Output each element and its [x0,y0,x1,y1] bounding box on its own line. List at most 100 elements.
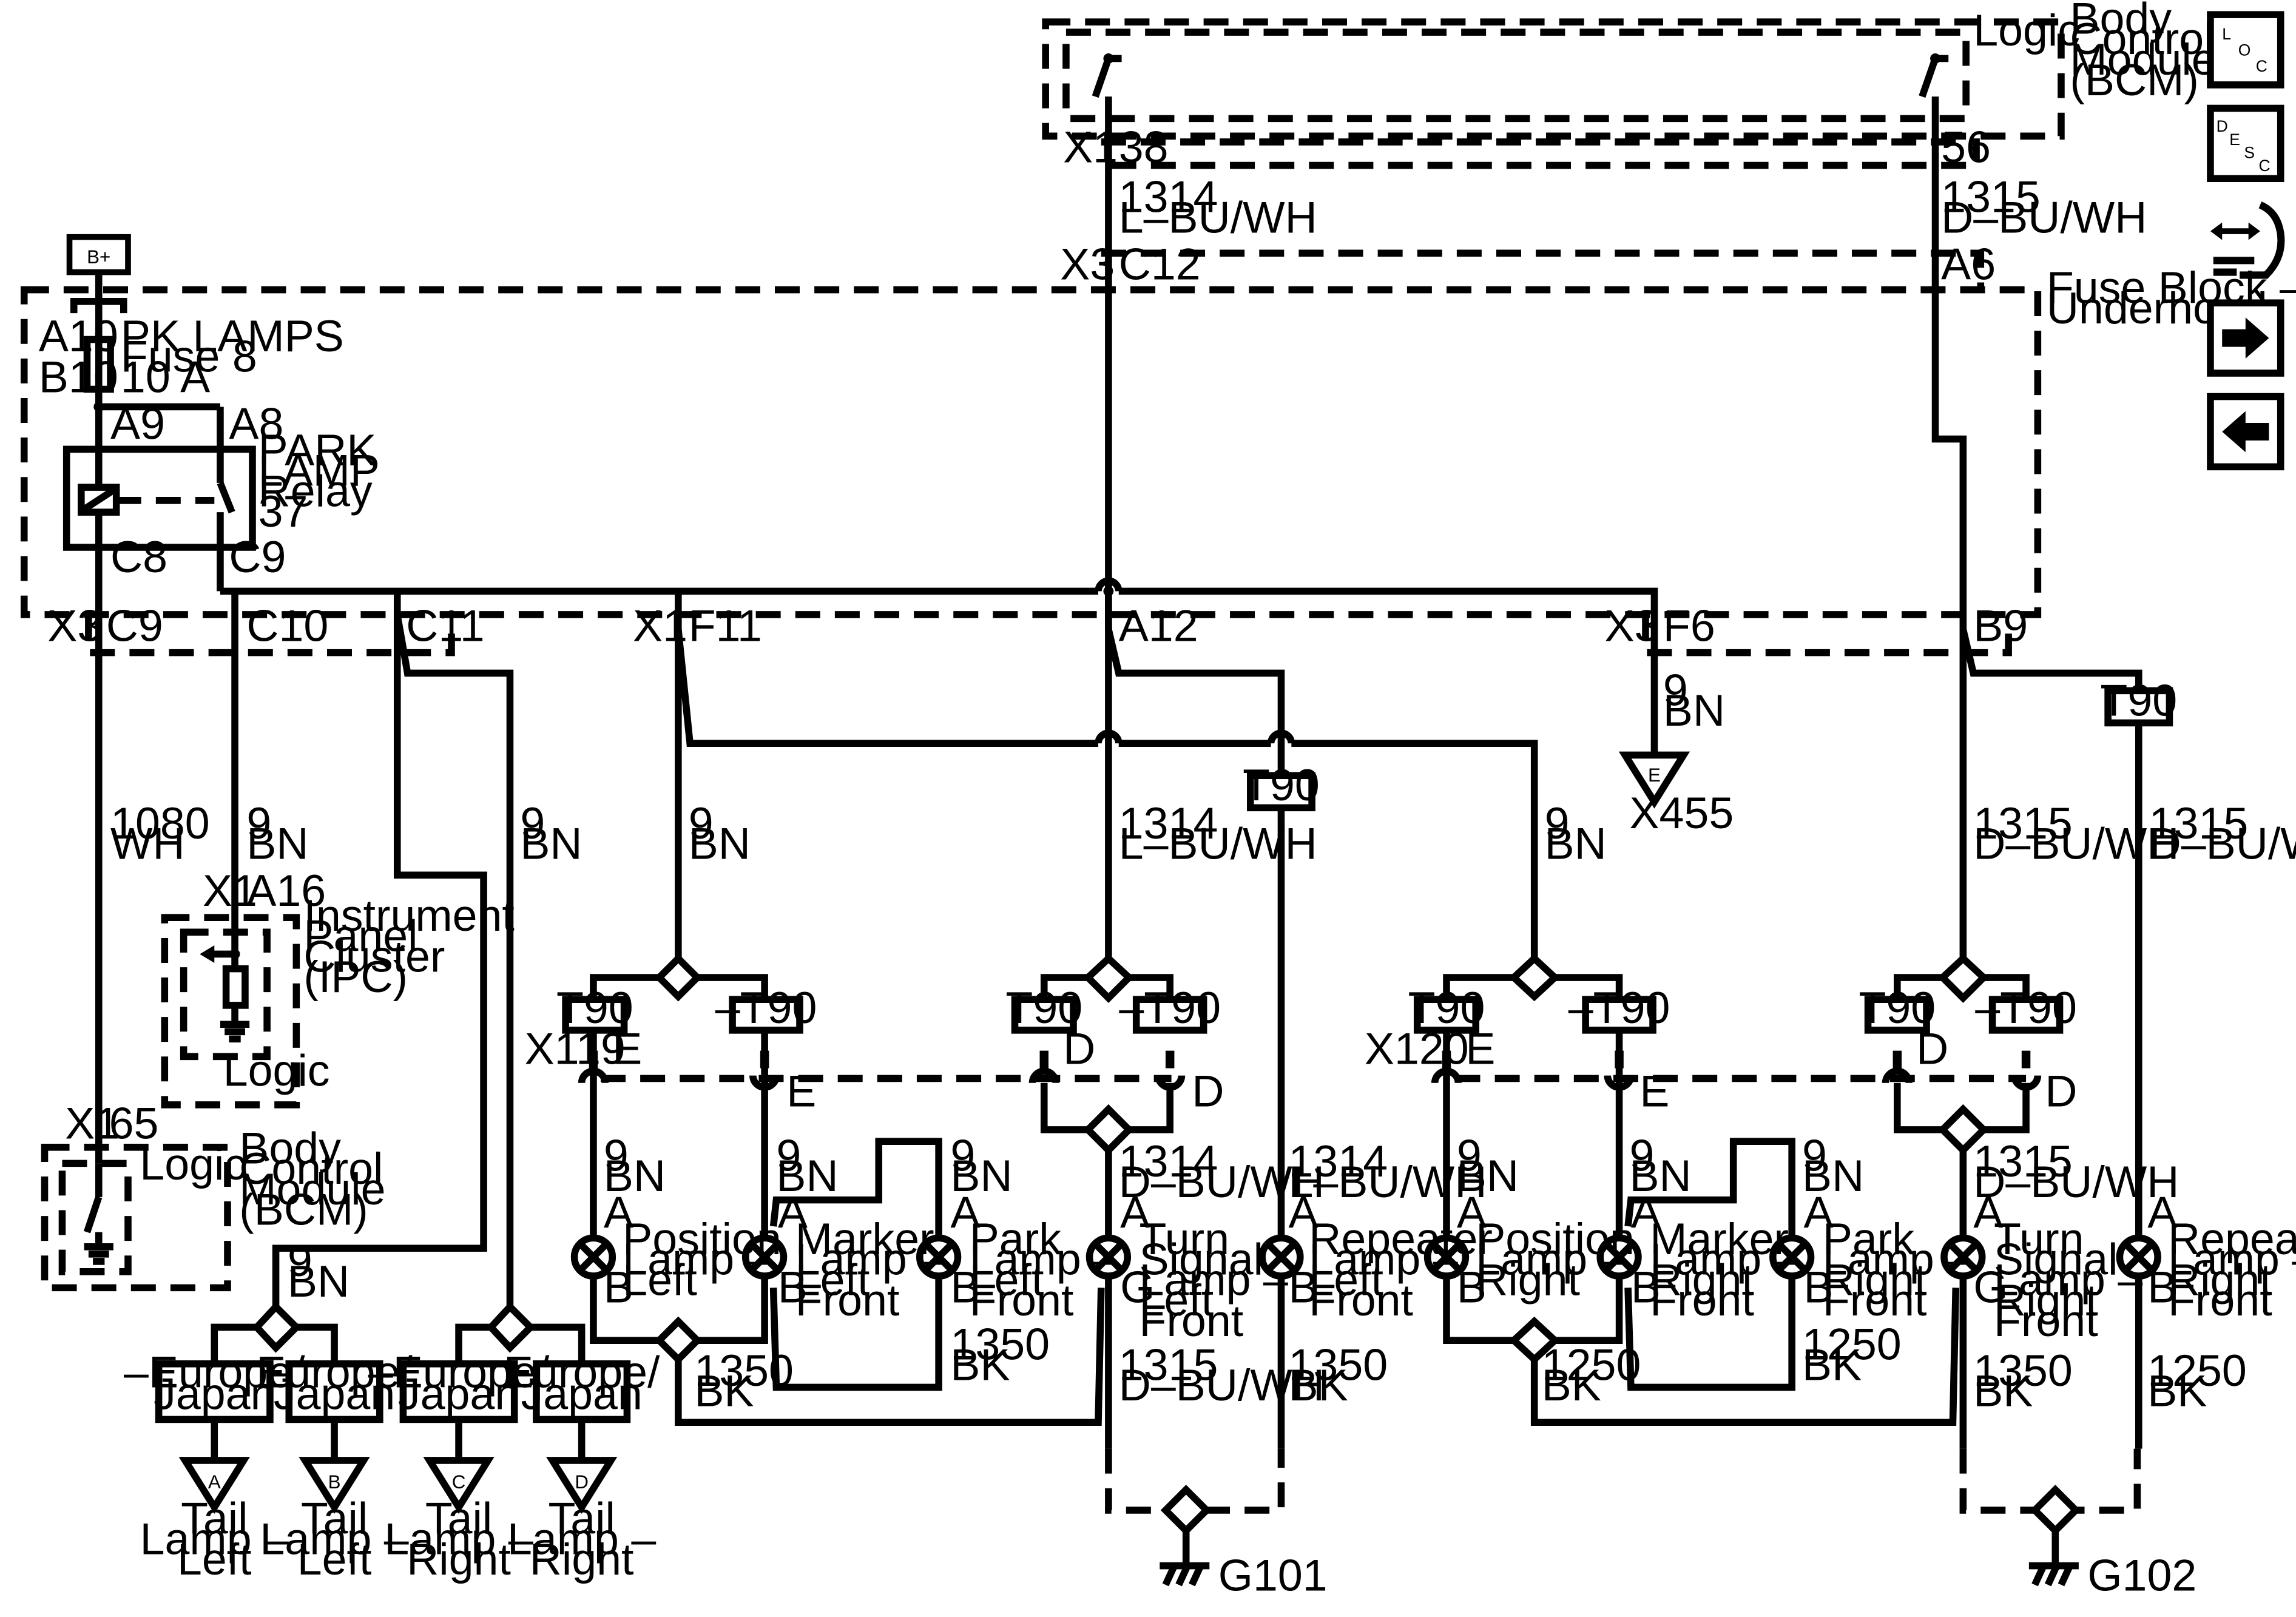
option-box-t90: T90 [1243,760,1320,810]
option-box-frame [1988,996,2064,1034]
lamp-name: Left [1309,1254,1383,1305]
reference-triangle [299,1457,370,1514]
option-box-t90: T90 [556,982,633,1033]
reference-label: Tail [425,1493,492,1544]
lamp-pin: A [1120,1187,1150,1237]
reference-triangle [1618,751,1690,809]
wire-label: 9 [776,1130,801,1180]
lamp-icon [741,1234,788,1280]
reference-letter: A [208,1471,221,1493]
ipc-internal [200,945,250,1043]
wire-label: BK [1289,1360,1348,1410]
bcm-top-title: Module [2070,34,2216,84]
option-box-frame [2104,687,2173,727]
bcm-top-title: Control [2070,13,2213,64]
reference-label: Right [407,1534,511,1584]
connector-name: X1 [1063,122,1118,172]
option-box-not-t90: –T90 [1119,982,1221,1033]
lamp-name: Repeater [1309,1214,1493,1264]
lamp-pin: A [1457,1187,1487,1237]
connector-pin: A6 [1941,239,1996,289]
region-box-frame [285,1360,383,1423]
wire-label: BN [1457,1150,1519,1201]
lamp-name: Front [970,1275,1074,1325]
ground-label: G101 [1218,1550,1328,1601]
option-box-frame [1011,996,1077,1034]
inline-connector-pin: D [1063,1023,1095,1073]
lamp-name: Lamp – [1476,1234,1624,1284]
wire-label: 9 [1802,1130,1827,1180]
lamp-name: Front [1309,1275,1413,1325]
reference-label: Lamp – [507,1513,656,1564]
desc-button-letter: E [2229,130,2240,149]
reference-triangle [423,1457,495,1514]
relay-label: Relay [258,465,373,516]
bcm-top-switch-right [1919,53,1949,98]
lamp-name: Turn [1994,1214,2084,1264]
lamp-icon [1086,1234,1132,1280]
fuse-label: 10 A [121,351,210,402]
lamp-name: Front [1140,1295,1244,1346]
lamp-pin: B [1457,1261,1487,1312]
lamp-name: Right [2168,1254,2272,1305]
connector-pin: C12 [1119,239,1201,289]
previous-page-button[interactable] [2207,393,2284,471]
wire-label: BK [1542,1360,1601,1410]
wire-label: D–BU/WH [1119,1360,1325,1410]
bcm-bottom-title: (BCM) [239,1184,368,1235]
splice-pack [252,953,2081,1536]
reference-label: X455 [1629,788,1734,838]
wire-label: BK [950,1339,1010,1389]
wire-label: BK [694,1366,754,1416]
reference-label: Lamp – [384,1513,533,1564]
option-box-frame [1132,996,1207,1034]
connector-pin: 38 [1119,122,1169,172]
wire-label: BK [2147,1366,2207,1416]
lamp-name: Front [1994,1295,2098,1346]
wire-label: 1315 [1941,172,2041,222]
next-page-button[interactable] [2207,299,2284,377]
reference-label: Left [177,1534,252,1584]
relay-label: 37 [258,486,308,536]
inline-connector-terminals [578,1050,2042,1091]
connector-name: X1 [633,600,687,650]
reference-label: Right [530,1534,634,1584]
wire-label: BN [1629,1150,1691,1201]
desc-button[interactable]: D E S C [2207,104,2284,183]
wire-label: 1314 [1289,1136,1388,1186]
fuse-pin: B10 [39,351,118,402]
wire-label: 1315 [2149,798,2249,848]
battery-label: B+ [87,246,110,268]
loc-button[interactable]: L O C [2207,11,2284,89]
region-box-frame [399,1360,518,1423]
region-box-label: Japan [398,1369,519,1419]
wire-label: 9 [246,798,271,848]
bcm-bottom-switch [83,1163,113,1265]
bcm-bottom-inner-housing [58,1160,132,1275]
connector-name: X3 [47,600,102,650]
wire-label: L–BU/WH [1119,192,1317,242]
connector-view-icon[interactable] [2210,201,2285,279]
wire-label: BK [1973,1366,2033,1416]
reference-letter: D [575,1471,589,1493]
ipc-title: (IPC) [303,951,408,1002]
ground-label: G102 [2087,1550,2196,1601]
region-box-frame [155,1360,274,1423]
inline-connector-pin: D [1916,1023,1948,1073]
relay-label: LAMP [258,445,380,496]
lamp-name: Front [1650,1275,1754,1325]
bcm-bottom-logic-label: Logic [140,1139,246,1189]
lamp-name: Marker [1650,1214,1789,1264]
lamp-pin: A [950,1187,980,1237]
lamp-name: Lamp – [1309,1234,1457,1284]
wire-label: 9 [1663,664,1688,715]
inline-connector-pin: D [2045,1065,2077,1116]
wire-label: WH [110,819,185,869]
previous-page-arrow-icon [2222,411,2269,453]
desc-button-letter: C [2259,157,2271,175]
reference-triangle [545,1457,618,1514]
bcm-bottom-title: Body [239,1122,341,1173]
desc-button-letter: S [2244,143,2255,161]
lamp-icon [2116,1234,2161,1280]
lamp-icon [1769,1234,1815,1280]
